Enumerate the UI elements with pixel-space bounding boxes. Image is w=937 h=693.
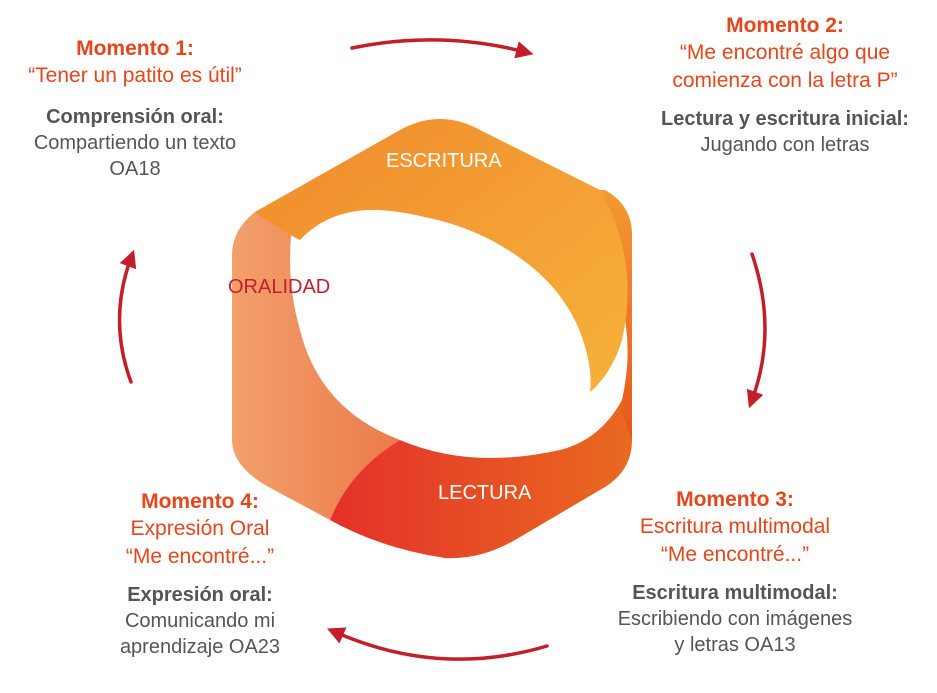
moment-3-quote-line-1: Escritura multimodal [639, 515, 831, 539]
hexagon-ring [232, 119, 632, 559]
moment-3-desc-line-2: y letras OA13 [674, 633, 796, 656]
moment-3-title: Momento 3: [676, 488, 794, 511]
moment-4-quote-line-2: “Me encontré...” [125, 544, 275, 568]
moment-4-title: Momento 4: [141, 490, 259, 513]
moment-1-title: Momento 1: [76, 37, 194, 60]
moment-2-quote-line-2: comienza con la letra P” [672, 68, 898, 92]
moment-1-desc-line-2: OA18 [109, 157, 161, 180]
moment-4-quote-line-1: Expresión Oral [130, 517, 270, 541]
moment-1-desc-line-1: Compartiendo un texto [33, 131, 237, 154]
arrow-2-to-3 [746, 252, 767, 409]
moment-2-skill: Lectura y escritura inicial: [661, 107, 909, 130]
ring-segment-bottom [330, 400, 632, 559]
ring-segment-left [232, 188, 400, 520]
moment-1: Momento 1: “Tener un patito es útil” Com… [0, 35, 270, 182]
moment-3-desc-line-1: Escribiendo con imágenes [617, 607, 853, 630]
moment-2-title: Momento 2: [726, 14, 844, 37]
moment-3: Momento 3: Escritura multimodal “Me enco… [590, 486, 880, 658]
band-label-lectura: LECTURA [438, 482, 532, 504]
moment-1-skill: Comprensión oral: [46, 105, 224, 128]
band-label-oralidad: ORALIDAD [228, 276, 331, 298]
arrow-1-to-2 [350, 38, 534, 59]
band-label-escritura: ESCRITURA [386, 150, 502, 172]
ring-inner-hole [295, 211, 591, 455]
moment-3-quote-line-2: “Me encontré...” [660, 542, 810, 566]
moment-4-desc-line-2: aprendizaje OA23 [119, 635, 281, 658]
arrow-4-to-1 [117, 249, 137, 384]
moment-2-quote-line-1: “Me encontré algo que [679, 41, 891, 65]
moment-1-quote: “Tener un patito es útil” [28, 64, 242, 88]
moment-4-desc-line-1: Comunicando mi [124, 609, 276, 632]
cycle-arrows [117, 38, 767, 661]
moment-3-skill: Escritura multimodal: [632, 581, 838, 604]
moment-4: Momento 4: Expresión Oral “Me encontré..… [70, 488, 330, 660]
moment-2-desc-line-1: Jugando con letras [700, 133, 870, 156]
moment-2: Momento 2: “Me encontré algo que comienz… [640, 12, 930, 158]
arrow-3-to-4 [326, 627, 549, 661]
ring-segment-top [255, 119, 628, 400]
moment-4-skill: Expresión oral: [127, 583, 273, 606]
